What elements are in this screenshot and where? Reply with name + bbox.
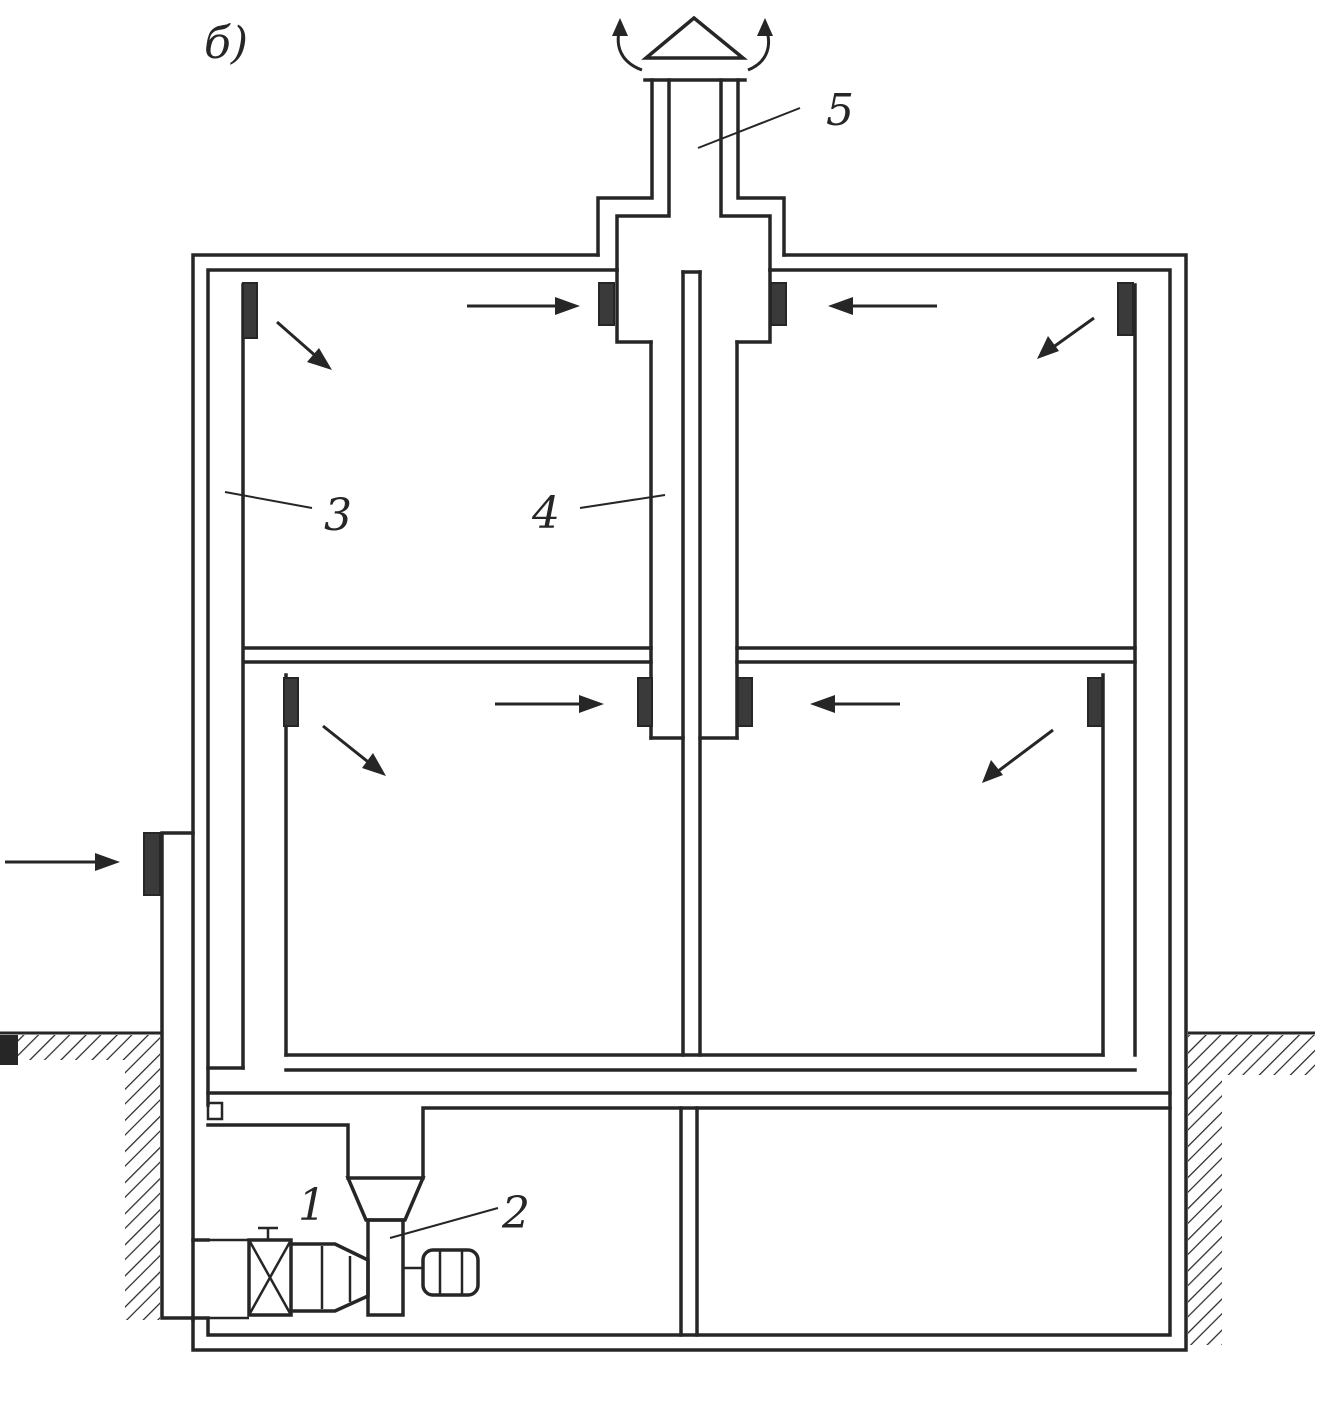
panel-letter: б) [204, 18, 248, 69]
label-4: 4 [531, 488, 560, 539]
exhaust-stack-5 [596, 78, 786, 272]
basement-ceiling [206, 1091, 1172, 1180]
leader-lines [224, 107, 801, 1239]
riser-4 [679, 270, 702, 1337]
label-1: 1 [298, 1180, 326, 1231]
label-3: 3 [324, 490, 352, 541]
fan-unit [193, 1176, 480, 1320]
lower-room [284, 673, 1137, 1072]
building-outer-wall [191, 253, 1188, 1352]
label-5: 5 [826, 85, 854, 136]
intake-wall [160, 831, 210, 1320]
triangle-cap-icon [612, 15, 773, 72]
central-shaft [615, 268, 772, 740]
filter-block-icon [143, 282, 1134, 896]
ground [0, 1031, 1315, 1345]
duct-3 [206, 283, 245, 1070]
upper-floor [243, 646, 1137, 664]
label-2: 2 [501, 1188, 530, 1239]
arrow-icon [5, 297, 1095, 871]
